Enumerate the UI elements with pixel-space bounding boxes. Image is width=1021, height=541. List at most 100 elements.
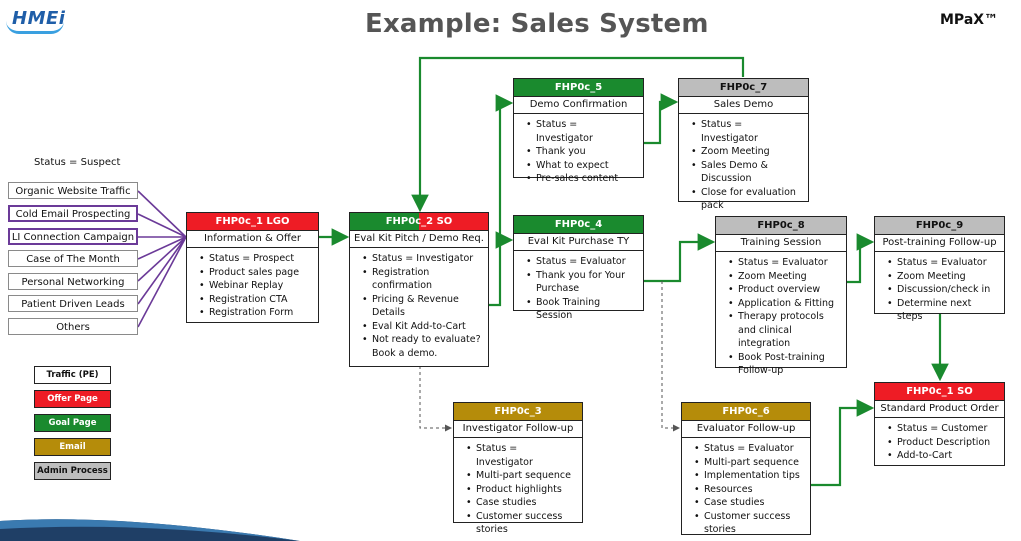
node-item: Determine next steps: [887, 297, 998, 324]
node-fhp0c-2-so: FHP0c_2 SO Eval Kit Pitch / Demo Req. St…: [349, 212, 489, 367]
node-item: Pricing & Revenue Details: [362, 293, 482, 320]
node-item: Add-to-Cart: [887, 449, 998, 463]
node-fhp0c-5: FHP0c_5 Demo Confirmation Status = Inves…: [513, 78, 644, 185]
node-item: Status = Investigator: [362, 252, 482, 266]
node-item: Application & Fitting: [728, 297, 840, 311]
node-item: Registration confirmation: [362, 266, 482, 293]
connector-n4-to-n8: [644, 233, 716, 283]
node-item: Close for evaluation pack: [691, 186, 802, 213]
node-items: Status = Customer Product Description Ad…: [875, 418, 1004, 463]
legend-email: Email: [34, 438, 111, 456]
legend-traffic: Traffic (PE): [34, 366, 111, 384]
node-items: Status = Evaluator Multi-part sequence I…: [682, 438, 810, 537]
node-item: Discussion/check in: [887, 283, 998, 297]
connector-so2-to-n5: [489, 94, 514, 307]
status-suspect-label: Status = Suspect: [34, 157, 121, 168]
node-item: Book Training Session: [526, 296, 637, 323]
page-title: Example: Sales System: [365, 9, 709, 39]
node-item: Product sales page: [199, 266, 312, 280]
node-item: Multi-part sequence: [466, 469, 576, 483]
legend-offer-page: Offer Page: [34, 390, 111, 408]
node-item: Zoom Meeting: [887, 270, 998, 284]
node-item: Resources: [694, 483, 804, 497]
connector-n6-to-so1: [811, 399, 875, 487]
node-item: Zoom Meeting: [728, 270, 840, 284]
node-item: Sales Demo & Discussion: [691, 159, 802, 186]
source-cold-email-prospecting: Cold Email Prospecting: [8, 205, 138, 222]
node-item: Implementation tips: [694, 469, 804, 483]
node-item: Book Post-training Follow-up: [728, 351, 840, 378]
connector-n8-to-n9: [847, 233, 875, 284]
node-name: Information & Offer: [187, 230, 318, 248]
node-items: Status = Prospect Product sales page Web…: [187, 248, 318, 320]
node-item: Thank you for Your Purchase: [526, 269, 637, 296]
source-others: Others: [8, 318, 138, 335]
source-personal-networking: Personal Networking: [8, 273, 138, 290]
legend-admin-process: Admin Process: [34, 462, 111, 480]
node-name: Training Session: [716, 234, 846, 252]
node-item: Customer success stories: [694, 510, 804, 537]
node-item: Case studies: [694, 496, 804, 510]
source-patient-driven-leads: Patient Driven Leads: [8, 295, 138, 312]
node-fhp0c-8: FHP0c_8 Training Session Status = Evalua…: [715, 216, 847, 376]
node-item: Status = Evaluator: [694, 442, 804, 456]
node-name: Sales Demo: [679, 96, 808, 114]
node-item: Registration Form: [199, 306, 312, 320]
node-item: What to expect: [526, 159, 637, 173]
source-li-connection-campaign: LI Connection Campaign: [8, 228, 138, 245]
node-items: Status = Investigator Registration confi…: [350, 248, 488, 360]
node-item: Case studies: [466, 496, 576, 510]
node-code: FHP0c_7: [679, 79, 808, 96]
node-name: Evaluator Follow-up: [682, 420, 810, 438]
node-name: Eval Kit Purchase TY: [514, 233, 643, 251]
node-items: Status = Evaluator Thank you for Your Pu…: [514, 251, 643, 323]
legend-goal-page: Goal Page: [34, 414, 111, 432]
node-name: Post-training Follow-up: [875, 234, 1004, 252]
node-items: Status = Investigator Zoom Meeting Sales…: [679, 114, 808, 213]
node-name: Standard Product Order: [875, 400, 1004, 418]
node-fhp0c-4: FHP0c_4 Eval Kit Purchase TY Status = Ev…: [513, 215, 644, 321]
node-item: Multi-part sequence: [694, 456, 804, 470]
node-fhp0c-1-so: FHP0c_1 SO Standard Product Order Status…: [874, 382, 1005, 466]
source-case-of-the-month: Case of The Month: [8, 250, 138, 267]
node-item: Not ready to evaluate? Book a demo.: [362, 333, 482, 360]
node-code: FHP0c_9: [875, 217, 1004, 234]
node-name: Eval Kit Pitch / Demo Req.: [350, 230, 488, 248]
node-code: FHP0c_3: [454, 403, 582, 420]
decorative-swoosh: [0, 519, 300, 541]
node-item: Pre-sales content: [526, 172, 637, 186]
node-item: Status = Investigator: [691, 118, 802, 145]
node-code: FHP0c_4: [514, 216, 643, 233]
node-item: Registration CTA: [199, 293, 312, 307]
node-fhp0c-3: FHP0c_3 Investigator Follow-up Status = …: [453, 402, 583, 535]
node-fhp0c-1-lgo: FHP0c_1 LGO Information & Offer Status =…: [186, 212, 319, 323]
node-item: Status = Evaluator: [887, 256, 998, 270]
node-items: Status = Evaluator Zoom Meeting Discussi…: [875, 252, 1004, 324]
node-item: Status = Evaluator: [728, 256, 840, 270]
node-items: Status = Evaluator Zoom Meeting Product …: [716, 252, 846, 378]
node-items: Status = Investigator Thank you What to …: [514, 114, 643, 186]
source-organic-website-traffic: Organic Website Traffic: [8, 182, 138, 199]
node-item: Customer success stories: [466, 510, 576, 537]
node-item: Therapy protocols and clinical integrati…: [728, 310, 840, 351]
node-item: Status = Investigator: [526, 118, 637, 145]
node-item: Eval Kit Add-to-Cart: [362, 320, 482, 334]
node-code: FHP0c_1 LGO: [187, 213, 318, 230]
node-item: Status = Customer: [887, 422, 998, 436]
node-item: Status = Evaluator: [526, 255, 637, 269]
node-item: Zoom Meeting: [691, 145, 802, 159]
node-item: Status = Investigator: [466, 442, 576, 469]
node-code: FHP0c_6: [682, 403, 810, 420]
node-code: FHP0c_8: [716, 217, 846, 234]
node-code: FHP0c_1 SO: [875, 383, 1004, 400]
node-items: Status = Investigator Multi-part sequenc…: [454, 438, 582, 537]
node-item: Product highlights: [466, 483, 576, 497]
node-item: Product Description: [887, 436, 998, 450]
connector-so2-to-n3: [419, 366, 452, 432]
node-fhp0c-9: FHP0c_9 Post-training Follow-up Status =…: [874, 216, 1005, 322]
node-item: Webinar Replay: [199, 279, 312, 293]
connector-n4-to-n6: [661, 281, 680, 432]
node-name: Investigator Follow-up: [454, 420, 582, 438]
connector-n5-to-n7: [644, 93, 679, 145]
